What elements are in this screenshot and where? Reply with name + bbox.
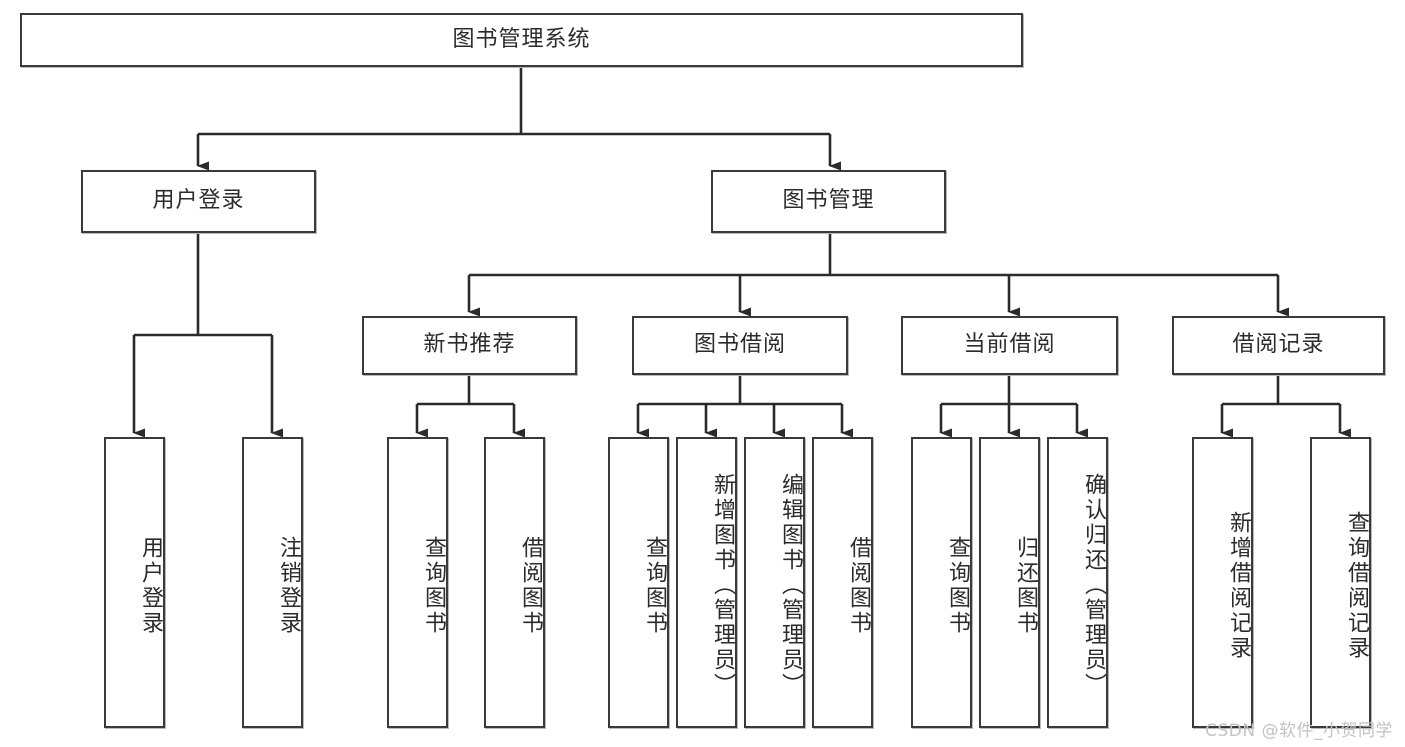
node-leaf-borrow-book-2-label: 借阅图书 (846, 535, 871, 636)
node-leaf-query-book-3[interactable]: 查询图书 (911, 437, 972, 728)
node-leaf-query-book-3-label: 查询图书 (945, 535, 970, 636)
node-leaf-query-record[interactable]: 查询借阅记录 (1310, 437, 1371, 728)
node-leaf-confirm-return[interactable]: 确认归还（管理员） (1047, 437, 1108, 728)
node-leaf-edit-book-label: 编辑图书（管理员） (778, 473, 803, 698)
node-current-borrow[interactable]: 当前借阅 (901, 316, 1118, 375)
node-leaf-return-book[interactable]: 归还图书 (979, 437, 1040, 728)
node-leaf-borrow-book-2[interactable]: 借阅图书 (812, 437, 873, 728)
node-leaf-return-book-label: 归还图书 (1013, 535, 1038, 636)
node-leaf-add-book[interactable]: 新增图书（管理员） (676, 437, 737, 728)
node-leaf-confirm-return-label: 确认归还（管理员） (1081, 473, 1106, 698)
node-leaf-query-book-1-label: 查询图书 (421, 535, 446, 636)
node-leaf-edit-book[interactable]: 编辑图书（管理员） (744, 437, 805, 728)
node-book-borrow-label: 图书借阅 (693, 332, 786, 358)
node-new-book-recommend[interactable]: 新书推荐 (362, 316, 577, 375)
node-leaf-add-record-label: 新增借阅记录 (1226, 510, 1251, 661)
node-leaf-borrow-book-1[interactable]: 借阅图书 (484, 437, 545, 728)
node-current-borrow-label: 当前借阅 (963, 332, 1056, 358)
node-root[interactable]: 图书管理系统 (20, 13, 1023, 67)
node-book-manage[interactable]: 图书管理 (711, 170, 946, 233)
node-borrow-record[interactable]: 借阅记录 (1172, 316, 1385, 375)
node-leaf-query-book-2[interactable]: 查询图书 (608, 437, 669, 728)
node-leaf-user-logout[interactable]: 注销登录 (242, 437, 303, 728)
node-leaf-add-record[interactable]: 新增借阅记录 (1192, 437, 1253, 728)
node-user-login[interactable]: 用户登录 (81, 170, 316, 233)
node-leaf-add-book-label: 新增图书（管理员） (710, 473, 735, 698)
node-leaf-query-book-1[interactable]: 查询图书 (387, 437, 448, 728)
node-root-label: 图书管理系统 (452, 26, 591, 52)
node-book-manage-label: 图书管理 (782, 188, 875, 214)
watermark-text: CSDN @软件_小贺同学 (1205, 721, 1393, 741)
node-leaf-user-login-label: 用户登录 (138, 535, 163, 636)
node-book-borrow[interactable]: 图书借阅 (632, 316, 848, 375)
node-leaf-borrow-book-1-label: 借阅图书 (518, 535, 543, 636)
node-leaf-user-logout-label: 注销登录 (276, 535, 301, 636)
node-leaf-query-book-2-label: 查询图书 (642, 535, 667, 636)
node-borrow-record-label: 借阅记录 (1232, 332, 1325, 358)
node-new-book-recommend-label: 新书推荐 (423, 332, 516, 358)
node-leaf-query-record-label: 查询借阅记录 (1344, 510, 1369, 661)
node-leaf-user-login[interactable]: 用户登录 (104, 437, 165, 728)
node-user-login-label: 用户登录 (152, 188, 245, 214)
